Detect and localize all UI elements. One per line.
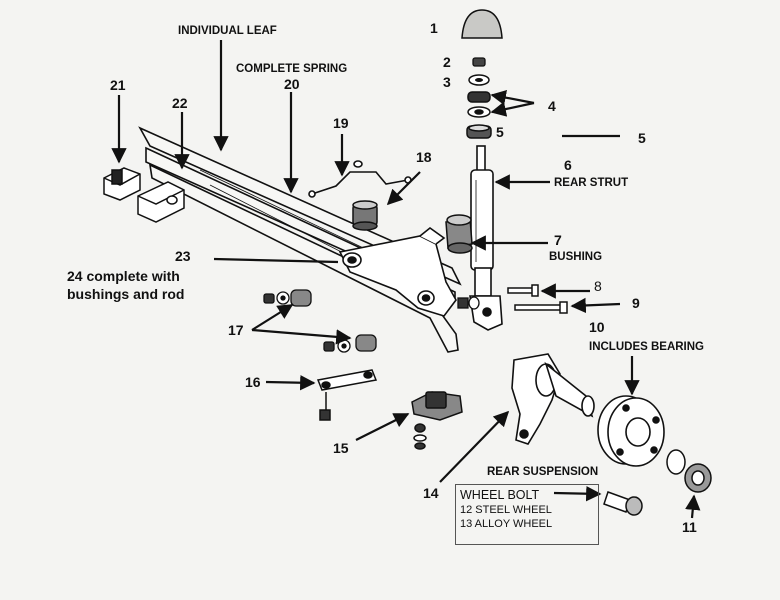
caption-rear-suspension: REAR SUSPENSION: [487, 466, 599, 478]
callout-2: 2: [443, 54, 451, 70]
wheel-bolt-title: WHEEL BOLT: [460, 488, 540, 502]
trailing-arm: [338, 226, 457, 317]
strut-nut: [472, 57, 486, 67]
caption-bushing: BUSHING: [549, 251, 603, 263]
caption-rear-strut: REAR STRUT: [554, 177, 629, 189]
axle-nut: [684, 463, 712, 493]
bump-stop: [352, 200, 378, 231]
spindle-knuckle: [511, 353, 595, 445]
callout-10: 10: [589, 319, 605, 335]
leader-lines: [111, 40, 701, 519]
nuts-washers: [457, 296, 480, 310]
callout-5a: 5: [496, 124, 504, 140]
callout-17: 17: [228, 322, 244, 338]
spring-clamp: [103, 167, 141, 201]
strut-mount-bushings: [467, 91, 491, 118]
callout-18: 18: [416, 149, 432, 165]
sway-bar-link: [308, 160, 412, 198]
caption-complete-spring: COMPLETE SPRING: [236, 63, 348, 75]
link-rod: [316, 369, 378, 421]
strut-bolt: [507, 284, 539, 297]
callout-5b: 5: [638, 130, 646, 146]
callout-19: 19: [333, 115, 349, 131]
callout-7: 7: [554, 232, 562, 248]
callout-22: 22: [172, 95, 188, 111]
wheel-bolt-box: WHEEL BOLT 12 STEEL WHEEL 13 ALLOY WHEEL: [455, 484, 599, 545]
callout-15: 15: [333, 440, 349, 456]
note-24: 24 complete with bushings and rod: [67, 268, 185, 302]
spacer: [466, 124, 492, 139]
dust-cap: [461, 9, 503, 39]
callout-21: 21: [110, 77, 126, 93]
callout-6: 6: [564, 157, 572, 173]
callout-20: 20: [284, 76, 300, 92]
wheel-bolt-steel: 12 STEEL WHEEL: [460, 504, 552, 516]
callout-9: 9: [632, 295, 640, 311]
callout-1: 1: [430, 20, 438, 36]
callout-3: 3: [443, 74, 451, 90]
callout-16: 16: [245, 374, 261, 390]
wheel-bolt-part: [603, 491, 643, 516]
callout-11: 11: [682, 519, 697, 535]
callout-4: 4: [548, 98, 556, 114]
wheel-bolt-alloy: 13 ALLOY WHEEL: [460, 518, 553, 530]
rubber-mount: [411, 391, 463, 450]
hub-washer: [666, 449, 686, 475]
strut-bushing: [445, 214, 473, 254]
shackle-bracket: [137, 181, 185, 223]
hub-bearing: [597, 395, 665, 467]
arm-bushings: [263, 289, 377, 353]
callout-23: 23: [175, 248, 191, 264]
caption-individual-leaf: INDIVIDUAL LEAF: [178, 25, 277, 37]
callout-14: 14: [423, 485, 439, 501]
long-bolt: [514, 301, 568, 314]
caption-includes-bearing: INCLUDES BEARING: [589, 341, 705, 353]
callout-8: 8: [594, 278, 602, 294]
